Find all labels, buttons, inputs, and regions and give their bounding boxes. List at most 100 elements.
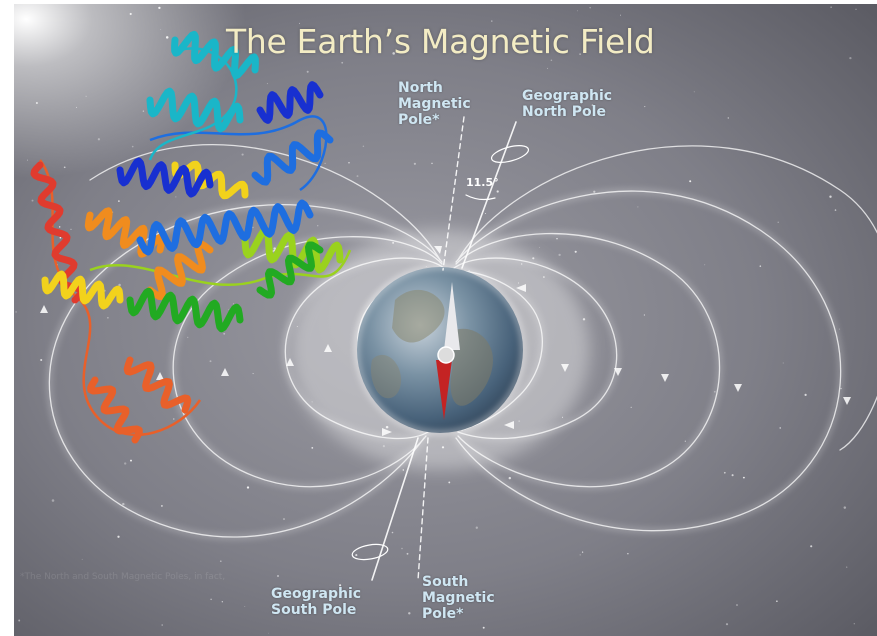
- star: [223, 332, 226, 335]
- star: [31, 199, 34, 202]
- star: [299, 22, 301, 24]
- star: [644, 106, 646, 108]
- star: [804, 393, 807, 397]
- star: [579, 53, 581, 55]
- footnote: *The North and South Magnetic Poles, in …: [20, 572, 226, 582]
- star: [76, 106, 77, 108]
- star: [210, 598, 212, 601]
- star: [252, 226, 254, 229]
- protein-helix: [256, 241, 324, 299]
- label-line: South: [422, 574, 469, 590]
- star: [306, 70, 309, 73]
- star: [643, 314, 646, 316]
- protein-helix: [171, 30, 259, 80]
- star: [277, 575, 279, 577]
- star: [142, 110, 145, 112]
- star: [26, 159, 29, 161]
- star: [684, 440, 686, 442]
- star: [468, 597, 470, 599]
- star: [63, 166, 66, 169]
- star: [853, 623, 855, 625]
- star: [846, 566, 848, 568]
- star: [356, 175, 359, 178]
- star: [209, 360, 212, 363]
- star: [173, 418, 175, 420]
- star: [637, 206, 639, 208]
- star: [810, 545, 813, 548]
- star: [241, 153, 244, 156]
- star: [725, 623, 729, 626]
- star: [228, 308, 230, 310]
- label-line: North: [398, 80, 443, 96]
- protein-helix: [146, 87, 244, 133]
- star: [341, 61, 344, 64]
- star: [484, 212, 486, 215]
- star: [246, 486, 250, 489]
- star: [577, 10, 578, 12]
- geographic-north-pole-label: Geographic North Pole: [522, 88, 612, 120]
- star: [70, 228, 72, 231]
- star: [630, 406, 632, 409]
- star: [776, 600, 778, 603]
- star: [348, 162, 350, 164]
- star: [40, 358, 43, 362]
- star: [482, 626, 485, 629]
- star: [777, 221, 779, 223]
- star: [118, 283, 121, 287]
- star: [558, 253, 561, 257]
- star: [782, 362, 784, 364]
- star: [448, 481, 451, 484]
- star: [413, 162, 416, 165]
- star: [161, 624, 163, 626]
- star: [539, 246, 540, 248]
- star: [355, 554, 358, 557]
- star: [107, 317, 109, 319]
- star: [221, 601, 223, 603]
- star: [525, 94, 529, 98]
- star: [160, 29, 162, 30]
- north-magnetic-pole-label: North Magnetic Pole*: [398, 80, 471, 128]
- protein-helix: [146, 239, 214, 301]
- star: [589, 7, 591, 9]
- label-line: Geographic: [271, 586, 362, 602]
- star: [550, 59, 553, 61]
- label-line: Geographic: [522, 88, 613, 104]
- star: [779, 427, 781, 429]
- star: [829, 195, 832, 198]
- protein-helix: [256, 81, 324, 124]
- star: [124, 462, 127, 465]
- star: [581, 551, 584, 553]
- star: [508, 476, 512, 480]
- star: [219, 560, 222, 563]
- star: [731, 474, 734, 477]
- star: [408, 612, 411, 615]
- star: [736, 604, 738, 606]
- protein-helix: [123, 356, 192, 414]
- star: [689, 180, 692, 183]
- star: [311, 447, 314, 449]
- star: [131, 145, 134, 148]
- star: [627, 552, 629, 555]
- star: [59, 236, 62, 239]
- star: [557, 96, 561, 100]
- star: [580, 101, 583, 104]
- star: [51, 499, 55, 502]
- star: [475, 526, 478, 529]
- protein-structure: [30, 30, 352, 444]
- star: [130, 459, 132, 462]
- star: [727, 117, 730, 119]
- protein-helix: [251, 129, 334, 186]
- tilt-angle-label: 11.5°: [466, 176, 499, 189]
- star: [412, 103, 414, 106]
- south-magnetic-pole-label: South Magnetic Pole*: [422, 574, 495, 622]
- label-line: North Pole: [522, 104, 606, 120]
- star: [855, 8, 857, 10]
- star: [129, 12, 132, 16]
- star: [18, 619, 21, 622]
- protein-helix: [136, 199, 314, 256]
- star: [175, 196, 177, 198]
- star: [693, 91, 695, 93]
- protein-loop: [89, 249, 352, 286]
- label-line: Pole*: [422, 606, 464, 622]
